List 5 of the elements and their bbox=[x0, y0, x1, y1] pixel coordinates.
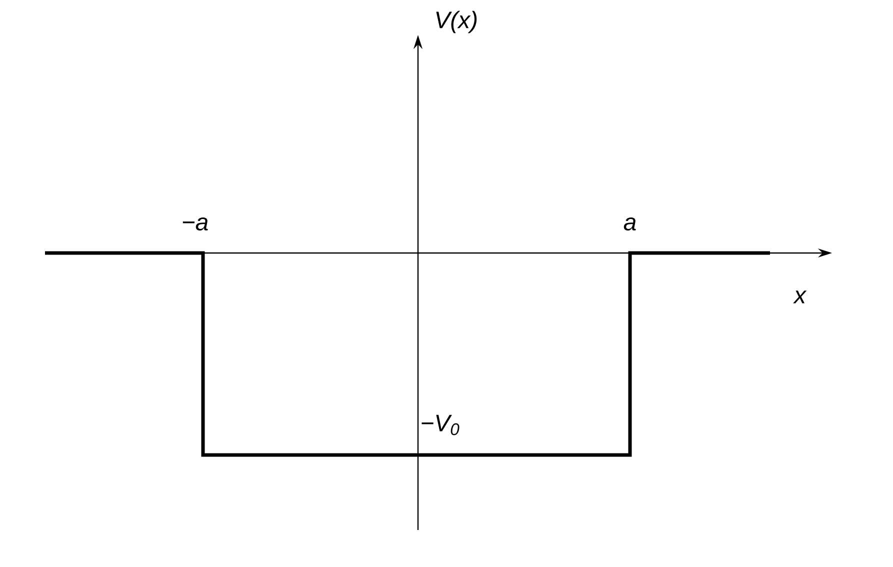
axis-label: x bbox=[793, 290, 807, 304]
position-label: −a bbox=[182, 217, 208, 231]
axis-label: V(x) bbox=[436, 10, 477, 34]
depth-label: −V$_{0}$ bbox=[422, 414, 460, 436]
position-label: a bbox=[624, 217, 636, 231]
